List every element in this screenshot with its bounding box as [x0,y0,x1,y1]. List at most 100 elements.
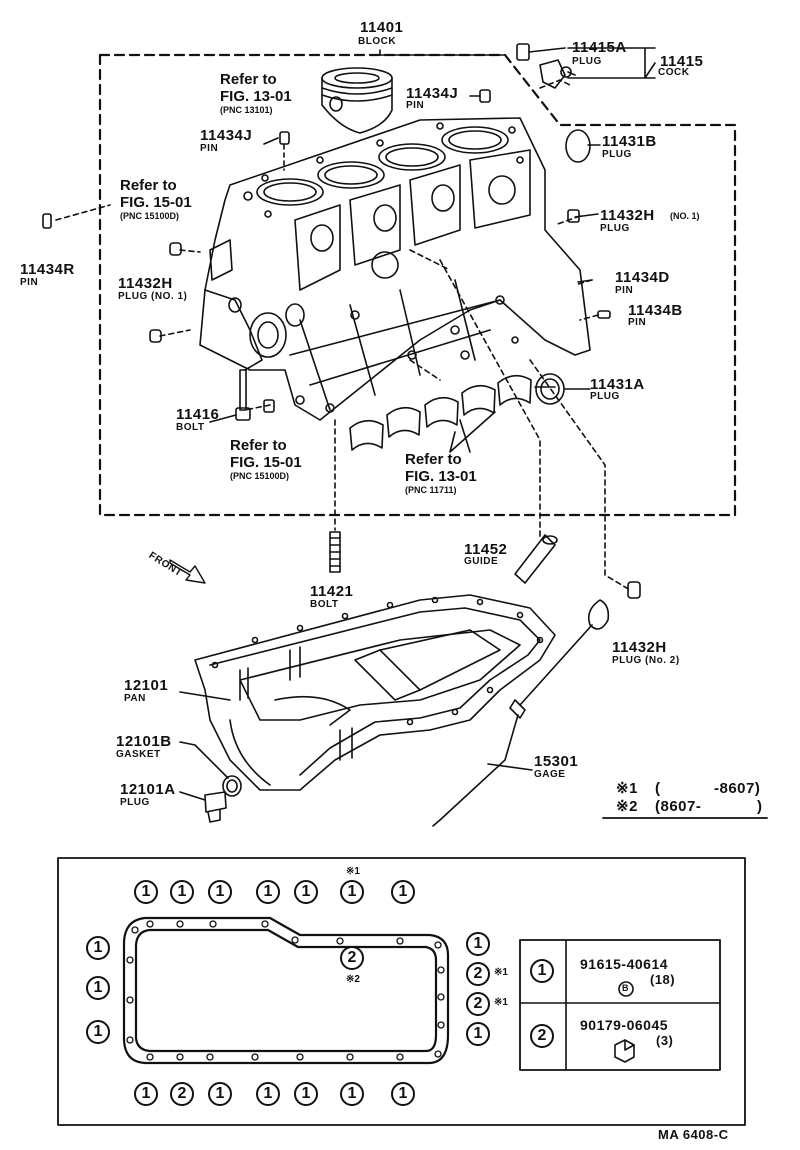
pin-11434r-part-name: PIN [20,277,39,288]
pin-11434j-left-part-name: PIN [200,143,219,154]
bolt-symbol-1: 1 [208,1082,232,1106]
bolt-symbol-1: 1 [256,880,280,904]
pin-11434b [597,310,611,319]
dowel-reference-line3: (PNC 15100D) [230,471,290,481]
bolt-symbol-2: 2 [466,962,490,986]
plug-11431a [535,373,565,405]
bolt-symbol-1: 1 [86,1020,110,1044]
bolt-symbol-1: 1 [208,880,232,904]
pin-11434b-part-number: 11434B [628,302,683,319]
plug-11415a [516,43,566,61]
front-arrow [169,559,206,584]
legend-range-1-value: -8607) [714,780,761,797]
piston-reference-line3: (PNC 13101) [220,105,273,115]
main-bearing-shells [349,374,532,451]
block-part-number: 11401 [360,19,404,36]
block-part-name: BLOCK [358,36,397,47]
table-quantity-1: (18) [650,972,676,987]
plug-12101a-part-number: 12101A [120,781,176,798]
piston-reference-line1: Refer to [220,71,277,88]
gasket-part-number: 12101B [116,733,172,750]
plug-11432h-right-note: (NO. 1) [670,211,700,221]
bolt-symbol-1: 1 [391,1082,415,1106]
star-note-1: ※1 [494,967,508,978]
pin-11434j-top-part-name: PIN [406,100,425,111]
bolt-11421-part-number: 11421 [310,583,354,600]
table-part-number-1: 91615-40614 [580,956,669,972]
pin-11434j-top-part-number: 11434J [406,85,459,102]
pin-11434j-top [479,89,491,103]
plug-11432h-no2 [627,581,641,599]
bolt-symbol-1: 1 [294,880,318,904]
bolt-symbol-1: 1 [170,880,194,904]
guide-part-number: 11452 [464,541,508,558]
oil-level-gage [432,599,610,827]
plug-11432h-right-part-number: 11432H [600,207,655,224]
guide-11452 [514,534,558,584]
drain-cock [539,59,572,89]
oil-pan [194,594,556,791]
block-reference-line1: Refer to [120,177,177,194]
bolt-symbol-1: 1 [294,1082,318,1106]
pin-11434b-part-name: PIN [628,317,647,328]
table-part-number-2: 90179-06045 [580,1017,669,1033]
pan-gasket-outline [122,916,450,1065]
bolt-symbol-1: 1 [86,976,110,1000]
plug-12101a-part-name: PLUG [120,797,150,808]
gasket-bolt-holes [126,920,445,1061]
plug-11432h-no2-part-number: 11432H [612,639,667,656]
plug-11432h-left-part-name: PLUG (NO. 1) [118,291,188,302]
bearing-reference-line1: Refer to [405,451,462,468]
legend-mark-2: ※2 [616,798,638,815]
pan-part-number: 12101 [124,677,169,694]
bolt-11416-part-name: BOLT [176,422,205,433]
pan-part-name: PAN [124,693,146,704]
plug-11432h-no2-part-name: PLUG (No. 2) [612,655,680,666]
pin-11434d-part-name: PIN [615,285,634,296]
plug-11415a-part-name: PLUG [572,56,602,67]
plug-11431a-part-name: PLUG [590,391,620,402]
plug-11431b-part-name: PLUG [602,149,632,160]
pin-11434j-left-part-number: 11434J [200,127,253,144]
bolt-11421 [329,531,341,573]
pin-11434r [42,213,52,229]
star-note-2: ※2 [346,974,360,985]
pin-11434r-part-number: 11434R [20,261,75,278]
pin-11434j-left [279,131,290,145]
table-quantity-2: (3) [656,1033,674,1048]
cock-part-number: 11415 [660,53,704,70]
bolt-symbol-1: 1 [134,1082,158,1106]
bolt-pattern-panel [57,857,746,1126]
bolt-symbol-1: 1 [466,932,490,956]
plug-11432h-left-part-number: 11432H [118,275,173,292]
bearing-reference-line2: FIG. 13-01 [405,468,477,485]
legend-range-1-open: ( [655,780,661,797]
plug-11431b-part-number: 11431B [602,133,657,150]
bolt-symbol-1: 1 [340,1082,364,1106]
bolt-legend-table [519,939,721,1071]
bearing-reference-line3: (PNC 11711) [405,485,457,495]
plug-11431a-part-number: 11431A [590,376,645,393]
plug-11415a-part-number: 11415A [572,39,627,56]
piston [321,67,393,134]
legend-range-2-value: (8607- [655,798,702,815]
flange-bolt-head-marking: B [622,983,629,993]
block-reference-line3: (PNC 15100D) [120,211,180,221]
plug-11432h-upper-left [169,242,182,256]
bolt-11416 [235,369,251,421]
dowel-reference-line1: Refer to [230,437,287,454]
bolt-symbol-1: 1 [466,1022,490,1046]
plug-11431b [565,129,591,163]
bolt-symbol-2: 2 [466,992,490,1016]
table-symbol-1: 1 [530,959,554,983]
bolt-symbol-1: 1 [86,936,110,960]
hex-bolt-icon [614,1039,635,1063]
dowel-reference-line2: FIG. 15-01 [230,454,302,471]
cock-part-name: COCK [658,67,690,78]
guide-part-name: GUIDE [464,556,499,567]
legend-mark-1: ※1 [616,780,638,797]
block-reference-line2: FIG. 15-01 [120,194,192,211]
dowel-pin [263,399,275,413]
gage-part-name: GAGE [534,769,566,780]
bolt-11421-part-name: BOLT [310,599,339,610]
